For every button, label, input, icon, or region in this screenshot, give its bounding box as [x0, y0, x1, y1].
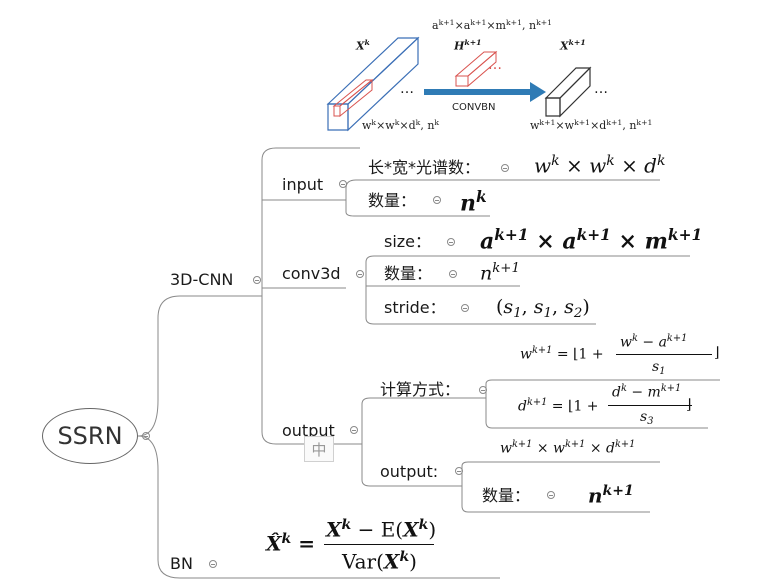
output-shape-formula: wk+1 × wk+1 × dk+1 [500, 439, 636, 457]
collapse-toggle[interactable] [356, 270, 364, 278]
kernel-caption: ak+1×ak+1×mk+1, nk+1 [432, 18, 553, 33]
collapse-toggle[interactable] [339, 180, 347, 188]
collapse-toggle[interactable] [433, 196, 441, 204]
output-calc-label[interactable]: 计算方式： [380, 380, 461, 399]
node-input[interactable]: input [282, 175, 324, 194]
input-kernel [332, 78, 374, 118]
output-output-label[interactable]: output: [380, 462, 439, 481]
conv-count-label[interactable]: 数量： [384, 264, 433, 283]
input-dims-formula: wk × wk × dk [534, 153, 666, 178]
ime-indicator: 中 [304, 436, 334, 462]
collapse-toggle[interactable] [447, 238, 455, 246]
conv-size-label[interactable]: size： [384, 232, 432, 251]
collapse-toggle[interactable] [461, 304, 469, 312]
output-tensor-label: Xk+1 [560, 38, 586, 53]
collapse-toggle[interactable] [501, 164, 509, 172]
input-count-label[interactable]: 数量： [368, 191, 417, 210]
node-output[interactable]: output [282, 421, 335, 440]
output-volume [544, 66, 592, 118]
collapse-toggle[interactable] [449, 270, 457, 278]
node-bn[interactable]: BN [170, 554, 193, 573]
node-conv3d[interactable]: conv3d [282, 264, 341, 283]
root-node[interactable]: SSRN [42, 408, 138, 464]
collapse-toggle[interactable] [479, 386, 487, 394]
convbn-arrow [424, 82, 546, 102]
collapse-toggle[interactable] [350, 426, 358, 434]
kernel-dots: … [488, 57, 502, 73]
input-tensor-label: Xk [356, 38, 370, 53]
kernel-tensor-label: Hk+1 [454, 38, 482, 53]
conv-stride-label[interactable]: stride： [384, 298, 446, 317]
collapse-toggle[interactable] [547, 491, 555, 499]
output-count-label[interactable]: 数量： [482, 486, 531, 505]
output-dots: … [594, 81, 608, 97]
output-count-formula: nk+1 [588, 483, 634, 508]
collapse-toggle[interactable] [209, 560, 217, 568]
input-dims-label[interactable]: 长*宽*光谱数： [368, 158, 481, 177]
conv-size-formula: ak+1 × ak+1 × mk+1 [480, 226, 703, 255]
conv-stride-formula: (s1, s1, s2) [496, 296, 590, 321]
input-caption: wk×wk×dk, nk [362, 118, 440, 133]
conv-count-formula: nk+1 [480, 261, 520, 285]
output-caption: wk+1×wk+1×dk+1, nk+1 [530, 118, 653, 133]
collapse-toggle[interactable] [455, 467, 463, 475]
input-dots: … [400, 81, 414, 97]
input-volume [326, 36, 420, 132]
node-3d-cnn[interactable]: 3D-CNN [170, 270, 234, 289]
collapse-toggle[interactable] [253, 276, 261, 284]
input-count-formula: nk [460, 188, 487, 217]
collapse-toggle[interactable] [142, 432, 150, 440]
kernel-volume [454, 50, 498, 88]
convbn-label: CONVBN [452, 102, 496, 113]
